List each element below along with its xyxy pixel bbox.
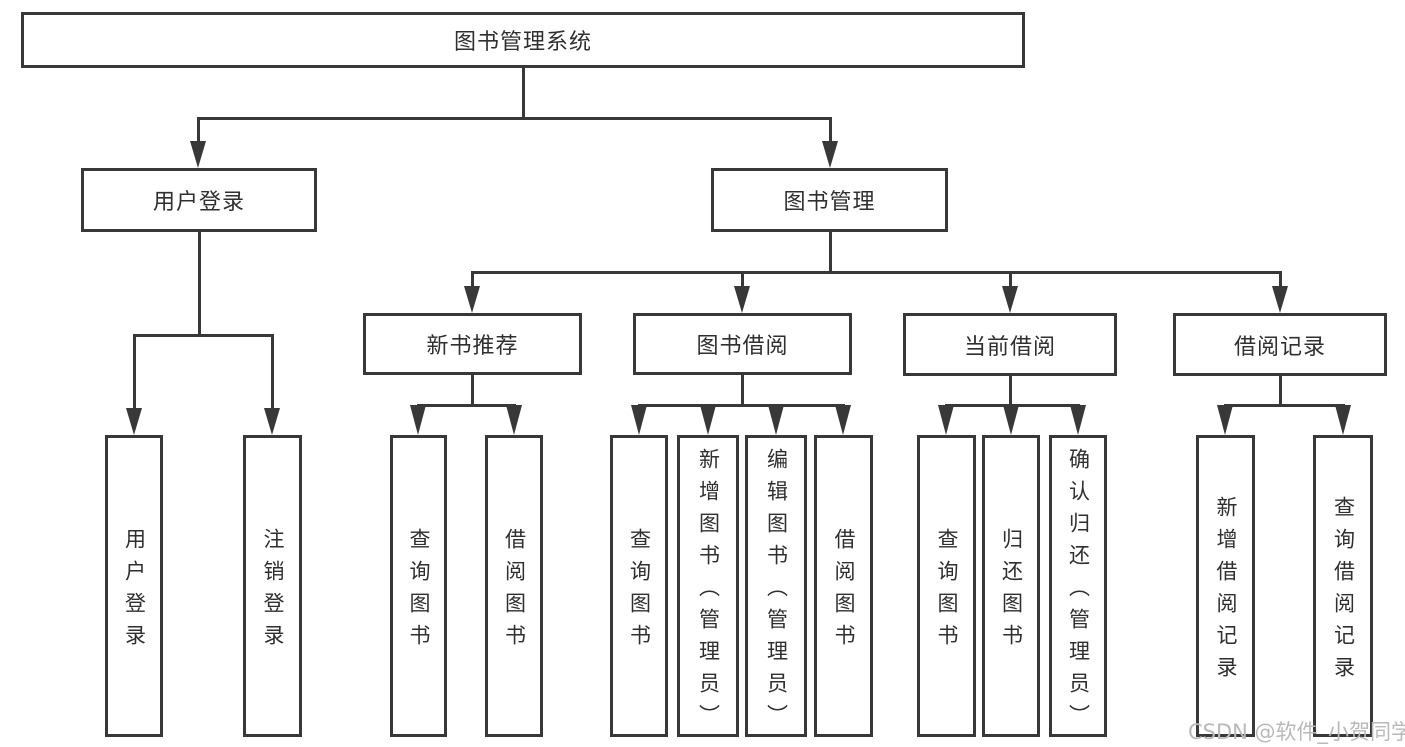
- connector-line: [471, 271, 474, 287]
- node-label: 图书管理系统: [453, 30, 592, 55]
- arrow-down-icon: [126, 408, 142, 435]
- connector-book-mgmt-stem: [829, 230, 832, 273]
- node-label: 图书管理: [783, 190, 876, 215]
- node-label: 确认归还（管理员）: [1066, 447, 1091, 736]
- node-current-borrowing: 当前借阅: [903, 313, 1117, 376]
- node-label: 编辑图书（管理员）: [764, 447, 789, 736]
- connector-line: [829, 117, 832, 141]
- arrow-down-icon: [410, 405, 426, 435]
- leaf-cb-query-books: 查询图书: [917, 435, 976, 737]
- node-label: 查询图书: [407, 527, 431, 656]
- leaf-bb-query-books: 查询图书: [610, 435, 668, 737]
- connector-line: [1279, 271, 1282, 287]
- node-label: 借阅图书: [502, 527, 527, 656]
- connector-root-stem: [522, 66, 525, 118]
- arrow-down-icon: [631, 405, 647, 435]
- node-library-management-system: 图书管理系统: [21, 12, 1025, 68]
- connector-br-branch: [1224, 404, 1345, 407]
- arrow-down-icon: [700, 405, 716, 435]
- node-label: 归还图书: [999, 527, 1024, 656]
- leaf-bb-borrow-books: 借阅图书: [814, 435, 873, 737]
- leaf-bb-edit-books-admin: 编辑图书（管理员）: [745, 435, 807, 737]
- connector-line: [197, 117, 200, 141]
- arrow-down-icon: [1217, 405, 1233, 435]
- connector-cb-stem: [1009, 374, 1012, 406]
- node-new-book-recommendation: 新书推荐: [363, 313, 582, 375]
- node-borrowing-records: 借阅记录: [1173, 313, 1387, 376]
- connector-root-branch: [197, 117, 832, 120]
- connector-book-mgmt-branch: [471, 271, 1282, 274]
- node-label: 查询图书: [627, 527, 652, 656]
- arrow-down-icon: [1272, 286, 1288, 313]
- node-label: 新增借阅记录: [1214, 495, 1238, 688]
- leaf-br-add-record: 新增借阅记录: [1196, 435, 1255, 737]
- arrow-down-icon: [1335, 405, 1351, 435]
- connector-nbr-stem: [471, 373, 474, 406]
- arrow-down-icon: [835, 405, 851, 435]
- connector-bb-stem: [741, 373, 744, 406]
- connector-br-stem: [1279, 374, 1282, 406]
- leaf-cb-confirm-return-admin: 确认归还（管理员）: [1049, 435, 1107, 737]
- node-label: 用户登录: [152, 190, 245, 215]
- node-label: 当前借阅: [963, 334, 1056, 360]
- leaf-user-login: 用户登录: [105, 435, 163, 737]
- node-label: 新增图书（管理员）: [696, 447, 721, 736]
- node-label: 查询借阅记录: [1331, 495, 1356, 688]
- connector-line: [271, 334, 274, 409]
- leaf-br-query-record: 查询借阅记录: [1313, 435, 1373, 737]
- arrow-down-icon: [734, 286, 750, 313]
- node-label: 借阅图书: [832, 527, 856, 656]
- node-label: 图书借阅: [696, 334, 789, 359]
- node-book-borrowing: 图书借阅: [633, 313, 852, 375]
- arrow-down-icon: [822, 141, 838, 168]
- leaf-cb-return-books: 归还图书: [982, 435, 1040, 737]
- arrow-down-icon: [264, 408, 280, 435]
- node-label: 借阅记录: [1233, 334, 1326, 360]
- arrow-down-icon: [1070, 405, 1086, 435]
- leaf-bb-add-books-admin: 新增图书（管理员）: [677, 435, 739, 737]
- leaf-nbr-borrow-books: 借阅图书: [485, 435, 543, 737]
- node-user-login: 用户登录: [81, 168, 317, 232]
- connector-nbr-branch: [417, 404, 516, 407]
- connector-line: [741, 271, 744, 287]
- arrow-down-icon: [190, 141, 206, 168]
- node-book-management: 图书管理: [711, 168, 948, 232]
- leaf-logout: 注销登录: [243, 435, 302, 737]
- connector-user-login-branch: [133, 334, 274, 337]
- node-label: 查询图书: [935, 527, 959, 656]
- arrow-down-icon: [506, 405, 522, 435]
- watermark: CSDN @软件_小贺同学: [1188, 720, 1405, 744]
- node-label: 注销登录: [261, 527, 285, 656]
- node-label: 用户登录: [122, 527, 147, 656]
- leaf-nbr-query-books: 查询图书: [390, 435, 447, 737]
- arrow-down-icon: [938, 405, 954, 435]
- arrow-down-icon: [464, 286, 480, 313]
- arrow-down-icon: [768, 405, 784, 435]
- connector-line: [1009, 271, 1012, 287]
- connector-user-login-stem: [198, 230, 201, 336]
- connector-line: [133, 334, 136, 409]
- connector-bb-branch: [638, 404, 845, 407]
- arrow-down-icon: [1003, 405, 1019, 435]
- arrow-down-icon: [1002, 286, 1018, 313]
- node-label: 新书推荐: [426, 334, 519, 359]
